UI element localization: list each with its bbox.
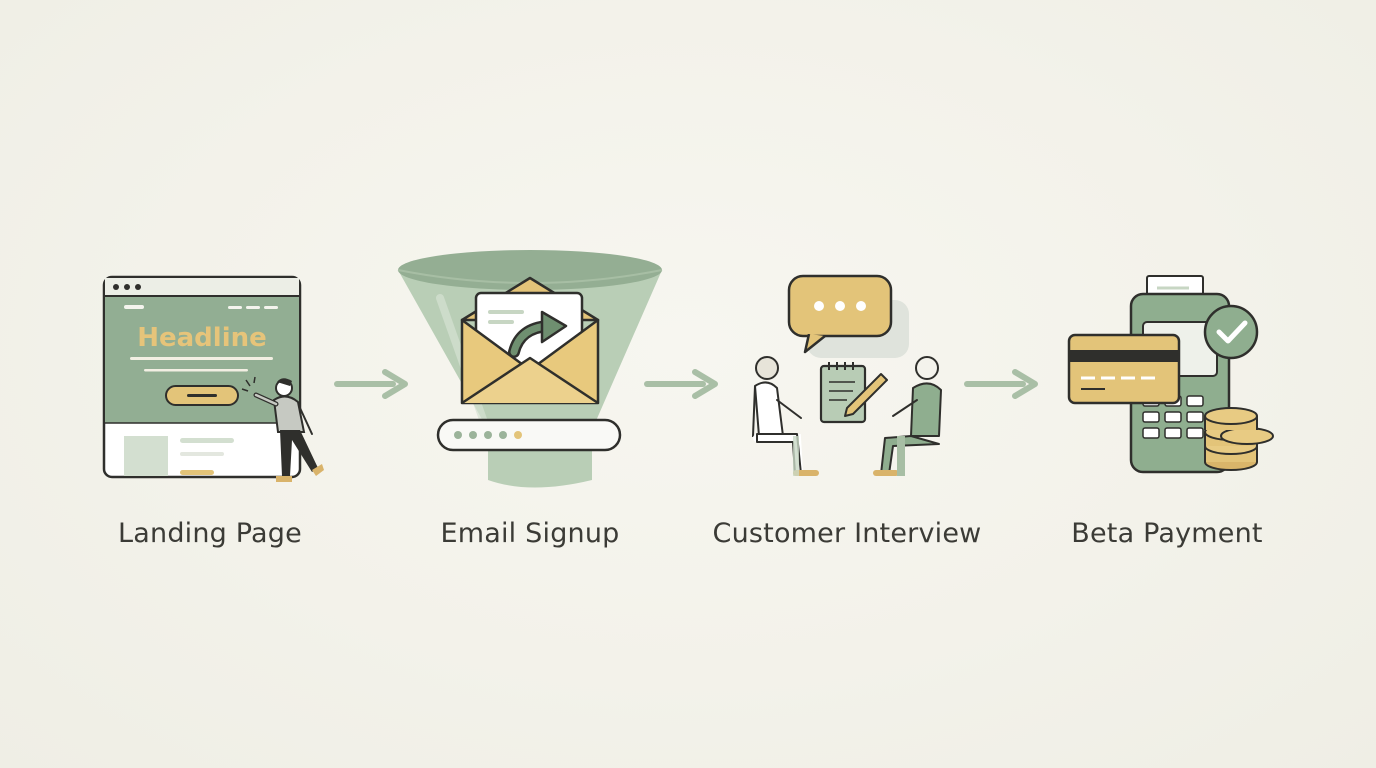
arrow-right-icon	[644, 369, 718, 399]
step-customer-interview: Customer Interview	[697, 240, 997, 570]
step-label: Email Signup	[440, 518, 620, 549]
headline-text: Headline	[137, 323, 267, 353]
step-email-signup: Email Signup	[380, 240, 680, 570]
step-beta-payment: Beta Payment	[1017, 240, 1317, 570]
arrow-right-icon	[964, 369, 1038, 399]
payment-terminal-icon	[1067, 275, 1274, 474]
step-label: Beta Payment	[1071, 518, 1263, 549]
step-landing-page: Headline Landing Page	[60, 240, 360, 570]
step-label: Customer Interview	[712, 518, 982, 549]
email-funnel-icon	[397, 250, 663, 488]
interview-icon	[751, 274, 942, 476]
step-label: Landing Page	[118, 518, 302, 549]
landing-page-icon: Headline	[102, 275, 324, 482]
arrow-right-icon	[334, 369, 408, 399]
